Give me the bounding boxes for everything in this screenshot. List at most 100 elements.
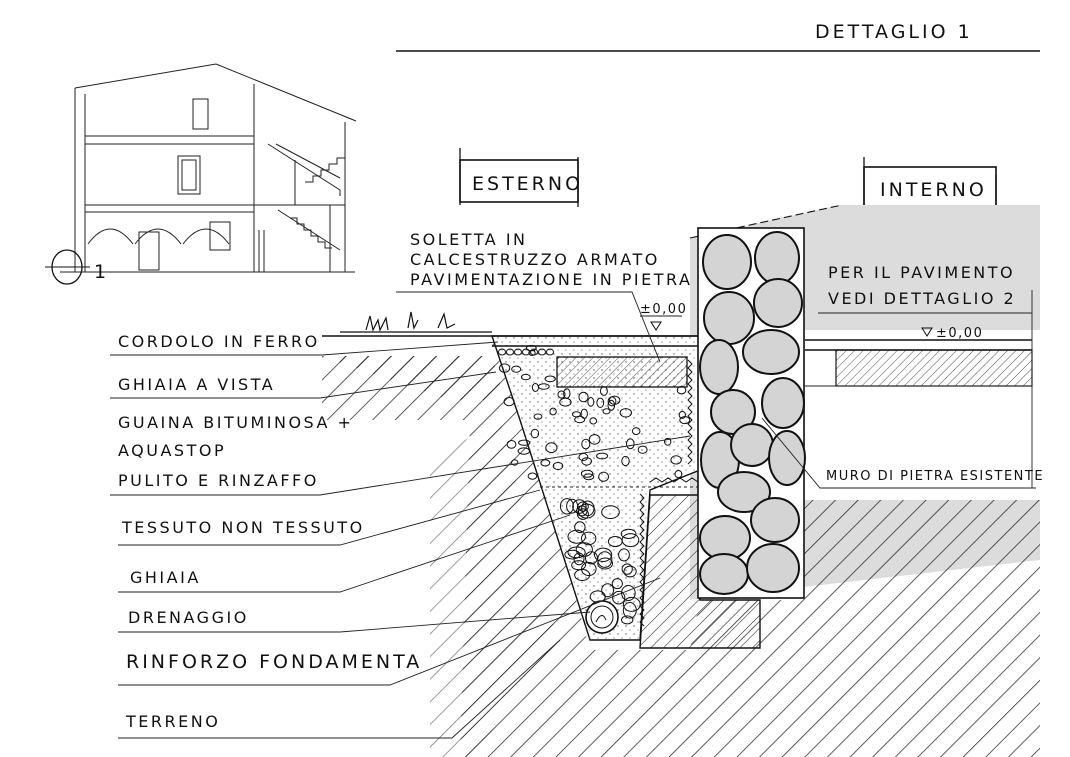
pebble (557, 390, 566, 399)
building-section-thumbnail (60, 63, 357, 273)
pebble (559, 397, 572, 407)
pebble (596, 397, 605, 408)
pebble (601, 583, 614, 598)
pebble (511, 365, 522, 373)
pebble (503, 397, 515, 407)
pebble (637, 445, 648, 454)
callout-drenaggio: DRENAGGIO (118, 608, 591, 633)
floor-note-line2: VEDI DETTAGLIO 2 (828, 289, 1016, 308)
slab-note: SOLETTA IN CALCESTRUZZO ARMATO PAVIMENTA… (396, 230, 692, 363)
pebble (575, 542, 593, 557)
level-marker-exterior: ±0,00 (640, 302, 687, 331)
pebble (518, 439, 531, 446)
slab-note-line3: PAVIMENTAZIONE IN PIETRA (410, 270, 692, 289)
callout-tnt-text: TESSUTO NON TESSUTO (121, 518, 365, 537)
callout-terreno-text: TERRENO (125, 712, 220, 731)
wall-stone (761, 377, 805, 429)
callout-rinforzo-text: RINFORZO FONDAMENTA (126, 651, 422, 673)
pebble (530, 348, 538, 356)
wall-stone (754, 231, 800, 285)
pebble (621, 563, 633, 575)
callout-cordolo: CORDOLO IN FERRO (110, 332, 499, 356)
wall-stone (702, 234, 752, 290)
floor-note-line1: PER IL PAVIMENTO (828, 263, 1015, 282)
pebble (612, 590, 626, 605)
pebble (564, 549, 581, 560)
pebble (533, 413, 543, 420)
pebble (580, 469, 594, 478)
pebble (620, 528, 637, 539)
wall-stone (753, 278, 803, 328)
floor-note: PER IL PAVIMENTO VEDI DETTAGLIO 2 (818, 263, 1032, 314)
wall-stone (699, 553, 749, 595)
callout-terreno: TERRENO (118, 639, 561, 739)
pebble (589, 417, 598, 425)
sheet-title: DETTAGLIO 1 (815, 21, 973, 43)
pebble (611, 578, 623, 590)
pebble (623, 565, 637, 578)
wall-note-label: MURO DI PIETRA ESISTENTE (826, 469, 1044, 484)
callout-ghiaia: GHIAIA (118, 514, 571, 593)
level-ext-value: ±0,00 (640, 302, 687, 317)
callout-guaina-text-3: PULITO E RINZAFFO (118, 471, 319, 490)
pebble (587, 397, 595, 407)
pebble (531, 383, 540, 392)
pebble (670, 455, 682, 465)
pebble (622, 596, 641, 612)
pebble (577, 501, 589, 512)
zone-exterior-label: ESTERNO (472, 173, 583, 195)
callout-cordolo-text: CORDOLO IN FERRO (118, 332, 320, 351)
pebble (571, 411, 581, 418)
pebble (619, 408, 632, 418)
pebble (498, 348, 506, 356)
wall-stone (750, 497, 800, 543)
callout-drenaggio-text: DRENAGGIO (128, 608, 249, 627)
wall-stone (699, 339, 739, 395)
zone-interior-label: INTERNO (880, 179, 987, 201)
pebble (581, 438, 591, 450)
pebble (540, 459, 551, 467)
pebble (597, 557, 613, 570)
pebble (574, 521, 586, 534)
pebble (522, 348, 530, 356)
stone-wall (697, 227, 806, 599)
pebble (514, 348, 522, 356)
pebble (626, 438, 635, 450)
pebble (664, 437, 672, 446)
wall-note: MURO DI PIETRA ESISTENTE (761, 417, 1044, 489)
pebble (581, 457, 593, 466)
pebble (499, 363, 511, 373)
callout-list: CORDOLO IN FERRO GHIAIA A VISTA GUAINA B… (110, 332, 691, 739)
callout-ghiaia-vista-text: GHIAIA A VISTA (118, 375, 275, 394)
pebble (520, 373, 531, 381)
pebble (621, 455, 630, 467)
wall-stone (730, 423, 774, 467)
wall-stone (742, 329, 800, 375)
level-marker-interior: ±0,00 (921, 326, 983, 341)
callout-guaina-text-2: AQUASTOP (118, 441, 226, 460)
wall-stone (768, 430, 806, 486)
callout-guaina-text-1: GUAINA BITUMINOSA + (118, 413, 353, 432)
pebble (678, 410, 686, 419)
pebble (552, 462, 564, 470)
pebble (517, 447, 530, 455)
interior-floor (805, 290, 1033, 488)
pebble (594, 547, 613, 562)
slab-note-line1: SOLETTA IN (410, 230, 528, 249)
level-int-value: ±0,00 (936, 326, 983, 341)
callout-tnt: TESSUTO NON TESSUTO (118, 489, 541, 546)
exterior-slab (492, 335, 700, 388)
pebble (581, 561, 597, 577)
gravel-pebbles (498, 344, 691, 625)
pebble (559, 498, 574, 515)
pebble (538, 348, 546, 356)
callout-rinforzo: RINFORZO FONDAMENTA (118, 577, 661, 686)
section-marker: 1 (45, 249, 106, 285)
slab-note-line2: CALCESTRUZZO ARMATO (410, 250, 660, 269)
pebble (549, 407, 557, 416)
callout-ghiaia-text: GHIAIA (130, 568, 201, 587)
pebble (596, 452, 609, 460)
pebble (618, 548, 630, 562)
callout-guaina: GUAINA BITUMINOSA + AQUASTOP PULITO E RI… (110, 413, 691, 496)
pebble (583, 473, 595, 481)
